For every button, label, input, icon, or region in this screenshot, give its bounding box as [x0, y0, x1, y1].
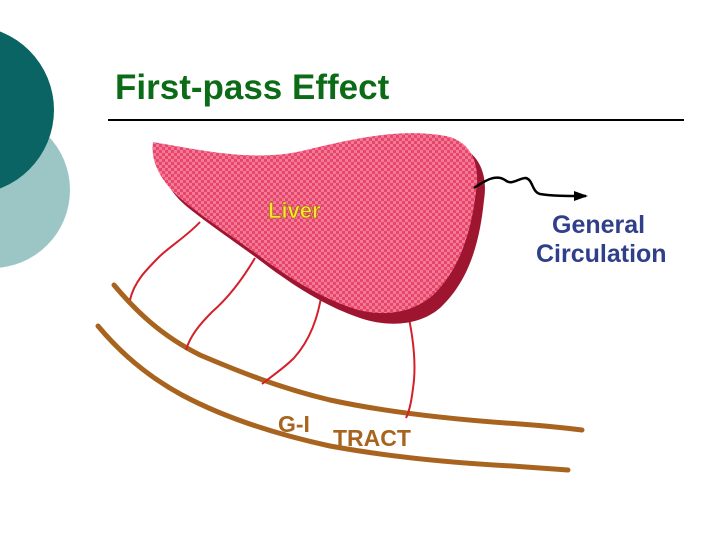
slide-title: First-pass Effect: [115, 68, 390, 107]
vessel-4: [405, 304, 416, 419]
vessel-1: [129, 221, 201, 301]
general-circulation-label-line1: General: [552, 211, 645, 239]
vessel-3: [261, 291, 323, 385]
tract-label: TRACT: [333, 425, 411, 451]
deco-circle-dark: [0, 31, 54, 189]
gi-label: G-I: [278, 411, 310, 437]
circulation-arrow: [473, 176, 588, 201]
vessel-2: [185, 257, 256, 351]
liver-shape: [152, 133, 478, 314]
liver-label: Liver: [268, 198, 321, 223]
title-divider: [108, 119, 684, 121]
general-circulation-label-line2: Circulation: [536, 240, 667, 268]
gi-tract-lower-wall: [95, 323, 571, 473]
gi-tract-upper-wall: [111, 282, 585, 433]
